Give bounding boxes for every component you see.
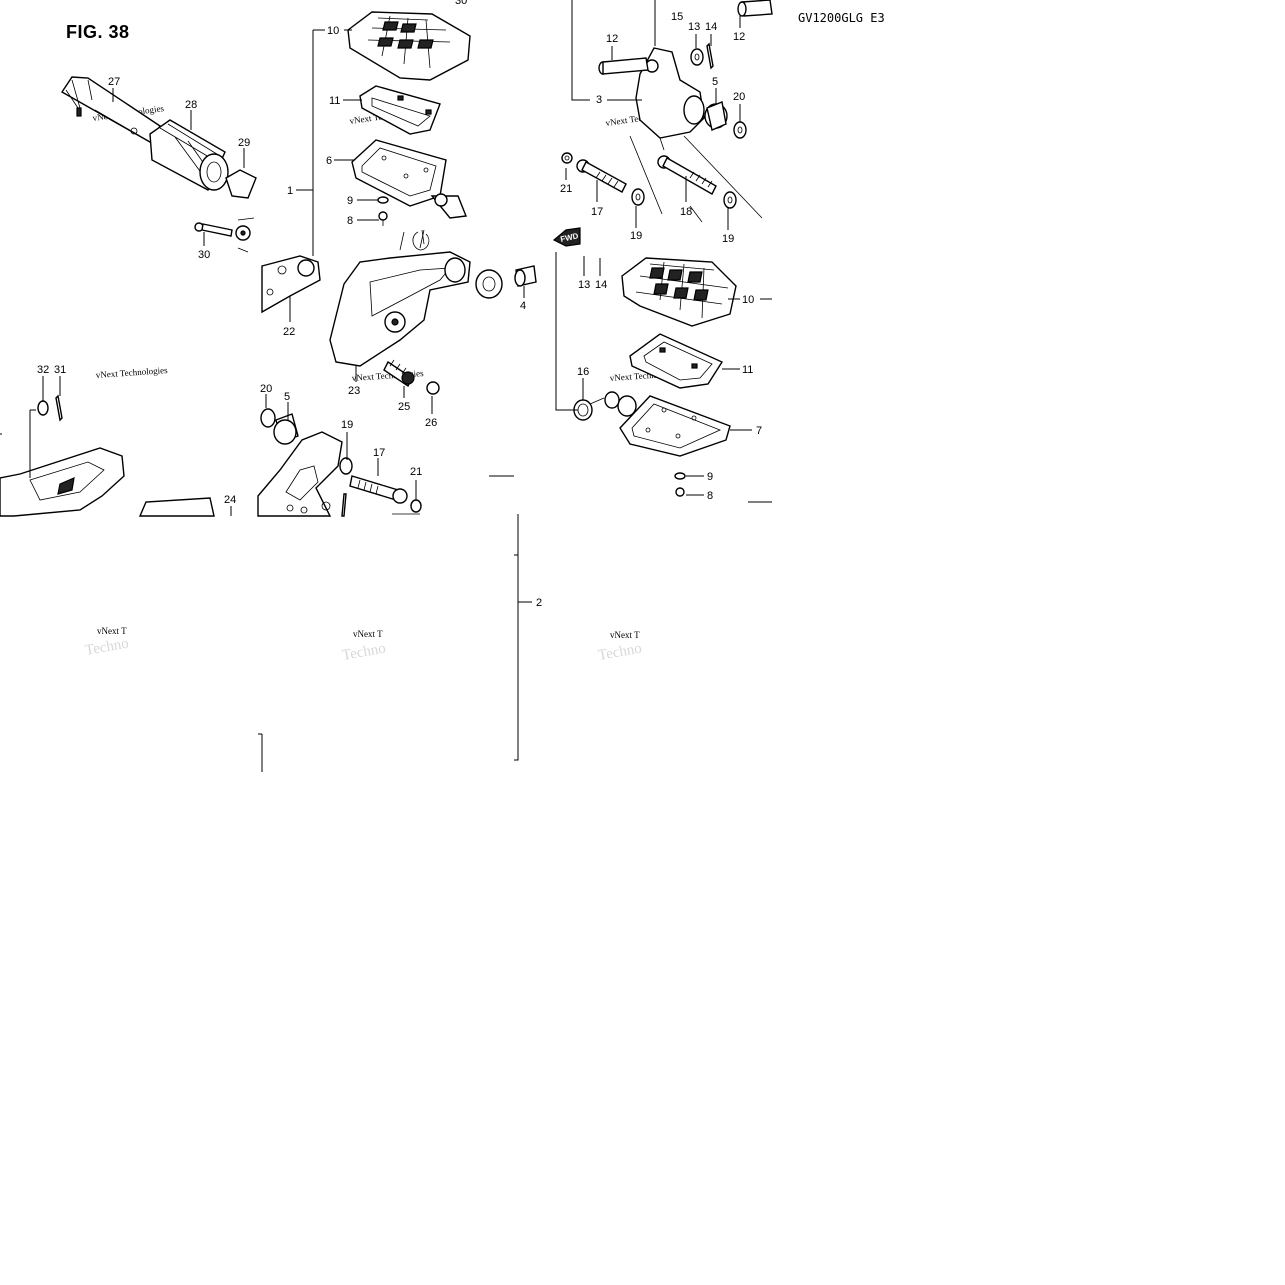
part-20-washer (733, 121, 747, 139)
callout-16: 16 (577, 366, 589, 378)
part-25-bolt (383, 359, 415, 388)
callout-7: 7 (756, 425, 762, 437)
part-16-spring (573, 397, 605, 421)
part-4-bushing (475, 265, 537, 299)
callout-28: 28 (185, 99, 197, 111)
part-7-footboard-base (604, 391, 731, 457)
part-6-footboard-base (351, 139, 467, 219)
lower-pivot-assembly (257, 408, 422, 517)
watermark: vNext T (97, 626, 127, 636)
watermark: vNext Technologies (95, 365, 168, 380)
callout-11: 11 (329, 95, 340, 107)
callout-5: 5 (712, 76, 718, 88)
callout-numbers: 30 15 13 14 12 10 12 27 5 20 3 11 28 29 … (37, 0, 762, 609)
part-10-footboard-rubber-upper (347, 11, 471, 81)
assembly-guide-lines (629, 135, 763, 223)
callout-25: 25 (398, 401, 410, 413)
part-9-washer (377, 196, 389, 204)
part-8-bolt (378, 211, 388, 226)
callout-27: 27 (108, 76, 120, 88)
fwd-label: FWD (560, 231, 580, 244)
callout-19: 19 (630, 230, 642, 242)
callout-31: 31 (54, 364, 66, 376)
part-22-bracket-left (261, 255, 321, 314)
part-32-washer (37, 400, 49, 416)
callout-13: 13 (688, 21, 700, 33)
watermark: vNext T (353, 629, 383, 639)
callout-29: 29 (238, 137, 250, 149)
part-17-bolt (576, 159, 627, 193)
part-8-bolt-lower (675, 487, 685, 497)
callout-15: 15 (671, 11, 683, 23)
callout-19: 19 (341, 419, 353, 431)
callout-5: 5 (284, 391, 290, 403)
callout-23: 23 (348, 385, 360, 397)
part-27-footpeg-shaft (61, 76, 161, 143)
callout-13: 13 (578, 279, 590, 291)
callout-18: 18 (680, 206, 692, 218)
callout-21: 21 (560, 183, 572, 195)
callout-22: 22 (283, 326, 295, 338)
callout-17: 17 (373, 447, 385, 459)
part-26-cap-nut (426, 381, 440, 395)
callout-6: 6 (326, 155, 332, 167)
part-21-nut (561, 152, 573, 164)
callout-24: 24 (224, 494, 236, 506)
part-13-washer (690, 48, 704, 66)
watermark: Techno (84, 636, 130, 659)
part-29-footpeg-cap (225, 169, 257, 199)
figure-title: FIG. 38 (66, 22, 130, 42)
callout-30: 30 (198, 249, 210, 261)
watermark: Techno (597, 641, 643, 664)
part-28-footpeg-rubber (149, 119, 229, 191)
callout-12: 12 (733, 31, 745, 43)
callout-4: 4 (520, 300, 526, 312)
callout-2: 2 (536, 597, 542, 609)
part-10-footboard-rubber-lower (621, 257, 737, 327)
callout-10: 10 (327, 25, 339, 37)
callout-3: 3 (596, 94, 602, 106)
callout-1: 1 (287, 185, 293, 197)
part-23-footboard-bracket (329, 229, 471, 367)
callout-30: 30 (455, 0, 467, 7)
part-31-cotter-pin (55, 394, 63, 422)
callout-14: 14 (595, 279, 607, 291)
callout-20: 20 (260, 383, 272, 395)
part-18-bolt (657, 155, 717, 195)
part-19-washers (631, 188, 737, 209)
part-12-pin (598, 0, 773, 75)
callout-32: 32 (37, 364, 49, 376)
part-3-pivot-arm (635, 47, 705, 151)
callout-11: 11 (742, 364, 753, 376)
callout-19: 19 (722, 233, 734, 245)
part-9-washer-lower (674, 472, 686, 480)
model-code: GV1200GLG E3 (798, 11, 885, 25)
part-5-bushing (704, 101, 728, 131)
callout-17: 17 (591, 206, 603, 218)
callout-8: 8 (707, 490, 713, 502)
clip-ring (412, 229, 430, 251)
fwd-direction-arrow: FWD (552, 227, 581, 247)
callout-8: 8 (347, 215, 353, 227)
callout-26: 26 (425, 417, 437, 429)
callout-21: 21 (410, 466, 422, 478)
lower-left-bracket (0, 447, 215, 517)
watermark: Techno (341, 641, 387, 664)
part-30-pivot-pin (194, 217, 255, 253)
callout-20: 20 (733, 91, 745, 103)
callout-9: 9 (707, 471, 713, 483)
part-11-footboard-plate-upper (359, 85, 441, 135)
watermark: vNext T (610, 630, 640, 640)
callout-12: 12 (606, 33, 618, 45)
leader-lines (0, 0, 772, 772)
callout-9: 9 (347, 195, 353, 207)
callout-14: 14 (705, 21, 717, 33)
part-14-cotter-pin (706, 42, 714, 70)
callout-10: 10 (742, 294, 754, 306)
part-11-footboard-plate-lower (629, 333, 724, 389)
